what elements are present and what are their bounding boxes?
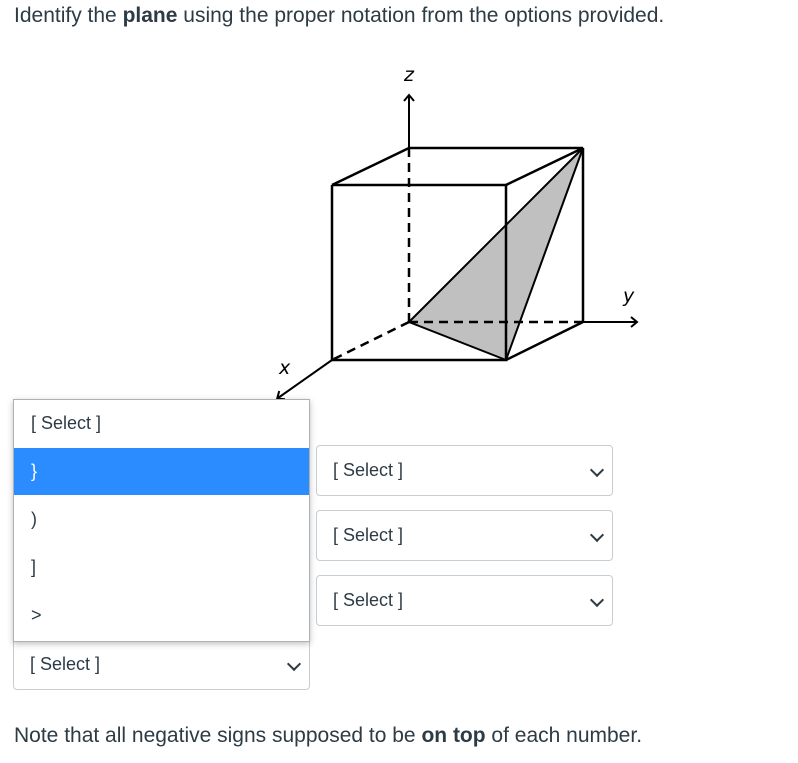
listbox-option-highlighted[interactable]: } [14,448,309,495]
chevron-down-icon [286,656,302,671]
chevron-down-icon [589,462,605,477]
select-value: [ Select ] [333,590,404,610]
cube-figure: z y x [275,64,639,401]
cube-top-face [331,146,584,187]
select-dropdown-5[interactable]: [ Select ] [13,639,310,690]
hidden-edge-x [331,320,410,362]
cube-bottom-right-edge [505,320,584,362]
note-text: Note that all negative signs supposed to… [14,724,643,747]
chevron-down-icon [589,592,605,607]
listbox-option[interactable]: ) [31,509,37,529]
x-axis [275,359,333,401]
question-text: Identify the plane using the proper nota… [14,4,665,27]
listbox-option[interactable]: > [31,605,42,625]
select-dropdown-2[interactable]: [ Select ] [316,445,613,496]
select-value: [ Select ] [333,460,404,480]
select-dropdown-3[interactable]: [ Select ] [316,510,613,561]
chevron-down-icon [589,527,605,542]
axis-label-x: x [278,357,291,379]
shaded-plane [407,147,584,362]
axis-label-y: y [622,285,635,307]
axis-label-z: z [403,64,415,86]
select-dropdown-4[interactable]: [ Select ] [316,575,613,626]
listbox-option[interactable]: ] [31,557,37,577]
question-keyword: plane [122,4,178,27]
note-keyword: on top [421,724,486,747]
select-value: [ Select ] [30,654,101,674]
select-value: [ Select ] [333,525,404,545]
dropdown-listbox[interactable]: [ Select ] } ) ] > [13,399,310,642]
listbox-option[interactable]: [ Select ] [31,413,102,433]
